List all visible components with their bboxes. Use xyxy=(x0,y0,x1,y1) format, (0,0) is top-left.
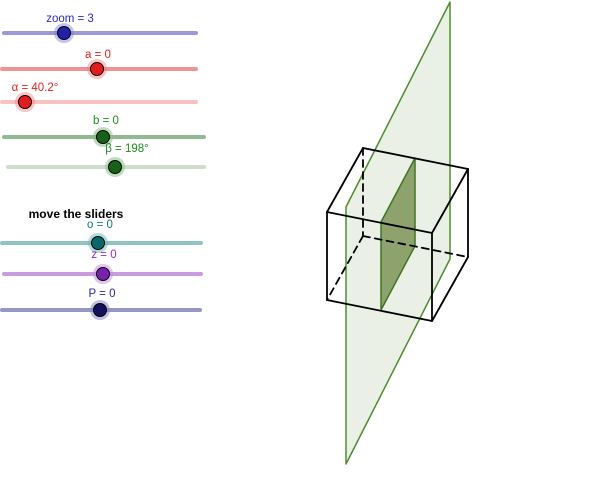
slider-b-knob[interactable] xyxy=(96,130,110,144)
slider-a-label: a = 0 xyxy=(85,49,111,61)
slider-beta-label: β = 198° xyxy=(105,143,149,155)
cube-edge xyxy=(326,147,364,213)
slider-P-knob[interactable] xyxy=(93,303,107,317)
slider-o-knob[interactable] xyxy=(91,236,105,250)
slider-zoom-label: zoom = 3 xyxy=(46,13,94,25)
slider-panel: move the sliders zoom = 3 a = 0 α = 40.2° b… xyxy=(0,0,230,480)
slider-b-label: b = 0 xyxy=(93,115,119,127)
cube-hidden-edge xyxy=(362,235,469,258)
slider-alpha-track[interactable] xyxy=(0,100,198,104)
slider-beta-knob[interactable] xyxy=(108,160,122,174)
slider-z-knob[interactable] xyxy=(96,267,110,281)
cube-edge xyxy=(431,256,469,322)
slider-zoom-knob[interactable] xyxy=(57,26,71,40)
slider-zoom-track[interactable] xyxy=(2,31,198,35)
cube-edge xyxy=(326,299,433,322)
cube-edge xyxy=(326,211,433,234)
instruction-text: move the sliders xyxy=(28,207,124,221)
slider-z-label: z = 0 xyxy=(91,249,117,261)
cube-edge xyxy=(362,147,469,170)
slider-P-label: P = 0 xyxy=(88,288,116,300)
slider-o-label: o = 0 xyxy=(87,219,113,231)
slider-alpha-knob[interactable] xyxy=(18,95,32,109)
cube-edge xyxy=(431,168,469,234)
slider-a-knob[interactable] xyxy=(90,62,104,76)
slider-alpha-label: α = 40.2° xyxy=(11,82,59,94)
cube-hidden-edge xyxy=(326,235,364,301)
